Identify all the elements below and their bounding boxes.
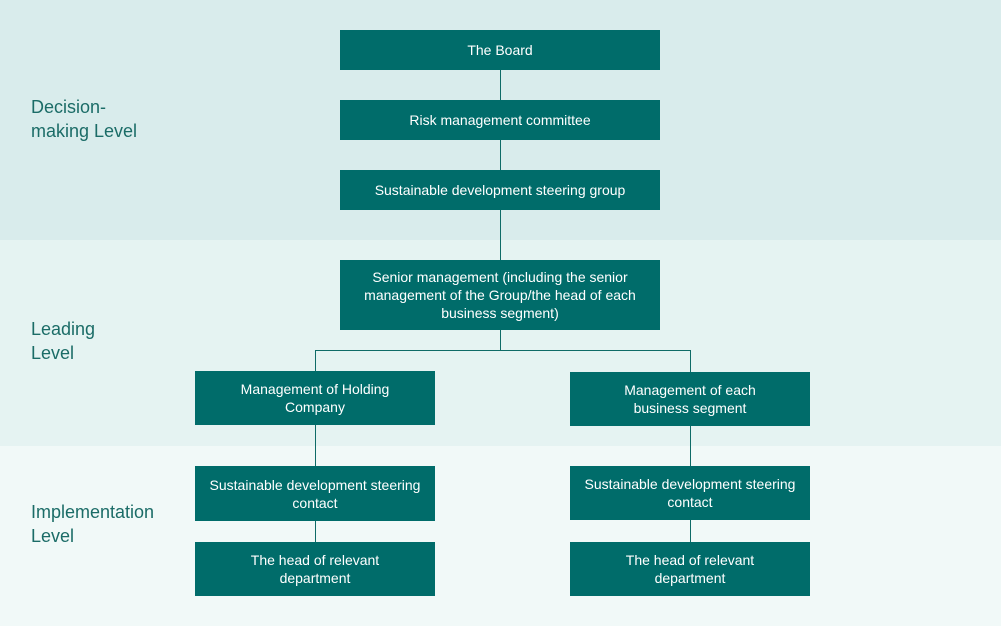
risk-committee-node: Risk management committee — [340, 100, 660, 140]
right-department-head-node-text: The head of relevant department — [625, 552, 755, 586]
vertical-connector-senior-down — [500, 330, 501, 350]
board-node-text: The Board — [467, 42, 533, 58]
left-steering-contact-node: Sustainable development steering contact — [195, 466, 435, 521]
left-steering-contact-node-text: Sustainable development steering contact — [209, 476, 421, 511]
right-steering-contact-node: Sustainable development steering contact — [570, 466, 810, 520]
decision-making-level-label: Decision- making Level — [31, 97, 138, 141]
left-department-head-node-text: The head of relevant department — [250, 552, 380, 586]
right-bottom-connector — [690, 520, 691, 542]
board-node: The Board — [340, 30, 660, 70]
right-steering-contact-node-text: Sustainable development steering contact — [584, 476, 796, 510]
senior-management-node: Senior management (including the senior … — [340, 260, 660, 330]
vertical-connector-top — [500, 70, 501, 260]
steering-group-node-text: Sustainable development steering group — [374, 182, 626, 198]
left-lower-connector — [315, 425, 316, 466]
risk-committee-node-text: Risk management committee — [409, 112, 591, 128]
implementation-band — [0, 446, 1001, 626]
horizontal-branch-connector — [315, 350, 691, 351]
holding-management-node-text: Management of Holding Company — [240, 381, 390, 415]
implementation-level-label: Implementation Level — [31, 502, 155, 546]
right-lower-connector — [690, 426, 691, 466]
left-branch-connector — [315, 350, 316, 371]
segment-management-node: Management of each business segment — [570, 372, 810, 426]
right-branch-connector — [690, 350, 691, 372]
left-bottom-connector — [315, 521, 316, 542]
senior-management-node-text: Senior management (including the senior … — [364, 269, 636, 321]
right-department-head-node: The head of relevant department — [570, 542, 810, 596]
left-department-head-node: The head of relevant department — [195, 542, 435, 596]
leading-level-label: Leading Level — [31, 319, 96, 363]
segment-management-node-text: Management of each business segment — [624, 382, 756, 416]
steering-group-node: Sustainable development steering group — [340, 170, 660, 210]
holding-management-node: Management of Holding Company — [195, 371, 435, 425]
